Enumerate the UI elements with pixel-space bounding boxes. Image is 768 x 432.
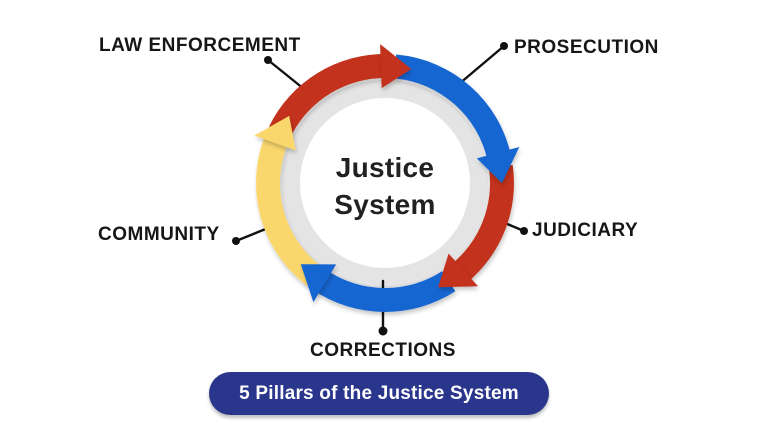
blue-arrow-bottom-head <box>300 264 337 303</box>
connector-dot-prosecution <box>500 42 508 50</box>
connector-line-community <box>234 226 270 243</box>
blue-arrow-bottom-body <box>312 270 456 312</box>
blue-arrow-right-head <box>476 147 520 183</box>
red-arrow-top-head <box>380 44 412 89</box>
red-arrow-top-body <box>269 53 388 137</box>
connector-dot-judiciary <box>520 227 528 235</box>
label-community: COMMUNITY <box>98 224 220 245</box>
connector-dot-corrections <box>378 326 388 336</box>
center-title-line2: System <box>334 189 436 220</box>
connector-dot-law-enforcement <box>264 56 272 64</box>
banner-text: 5 Pillars of the Justice System <box>239 382 519 404</box>
yellow-arrow-left-body <box>256 132 322 286</box>
label-judiciary: JUDICIARY <box>532 220 639 241</box>
banner: 5 Pillars of the Justice System <box>209 372 549 415</box>
red-arrow-bottom-right-head <box>438 253 478 288</box>
center-title: Justice System <box>334 149 435 223</box>
label-prosecution: PROSECUTION <box>514 37 659 58</box>
red-arrow-bottom-right-body <box>451 165 514 284</box>
cycle-arrow-heads <box>254 44 520 303</box>
label-corrections: CORRECTIONS <box>310 340 456 361</box>
blue-arrow-right-body <box>394 54 512 162</box>
connector-line-prosecution <box>457 44 506 86</box>
yellow-arrow-left-head <box>254 115 296 151</box>
label-law-enforcement: LAW ENFORCEMENT <box>99 35 301 56</box>
center-title-line1: Justice <box>335 152 435 183</box>
inner-ring <box>282 80 488 286</box>
connector-dot-community <box>232 237 240 245</box>
cycle-arrow-bodies <box>256 53 514 312</box>
connector-line-law-enforcement <box>266 58 306 91</box>
